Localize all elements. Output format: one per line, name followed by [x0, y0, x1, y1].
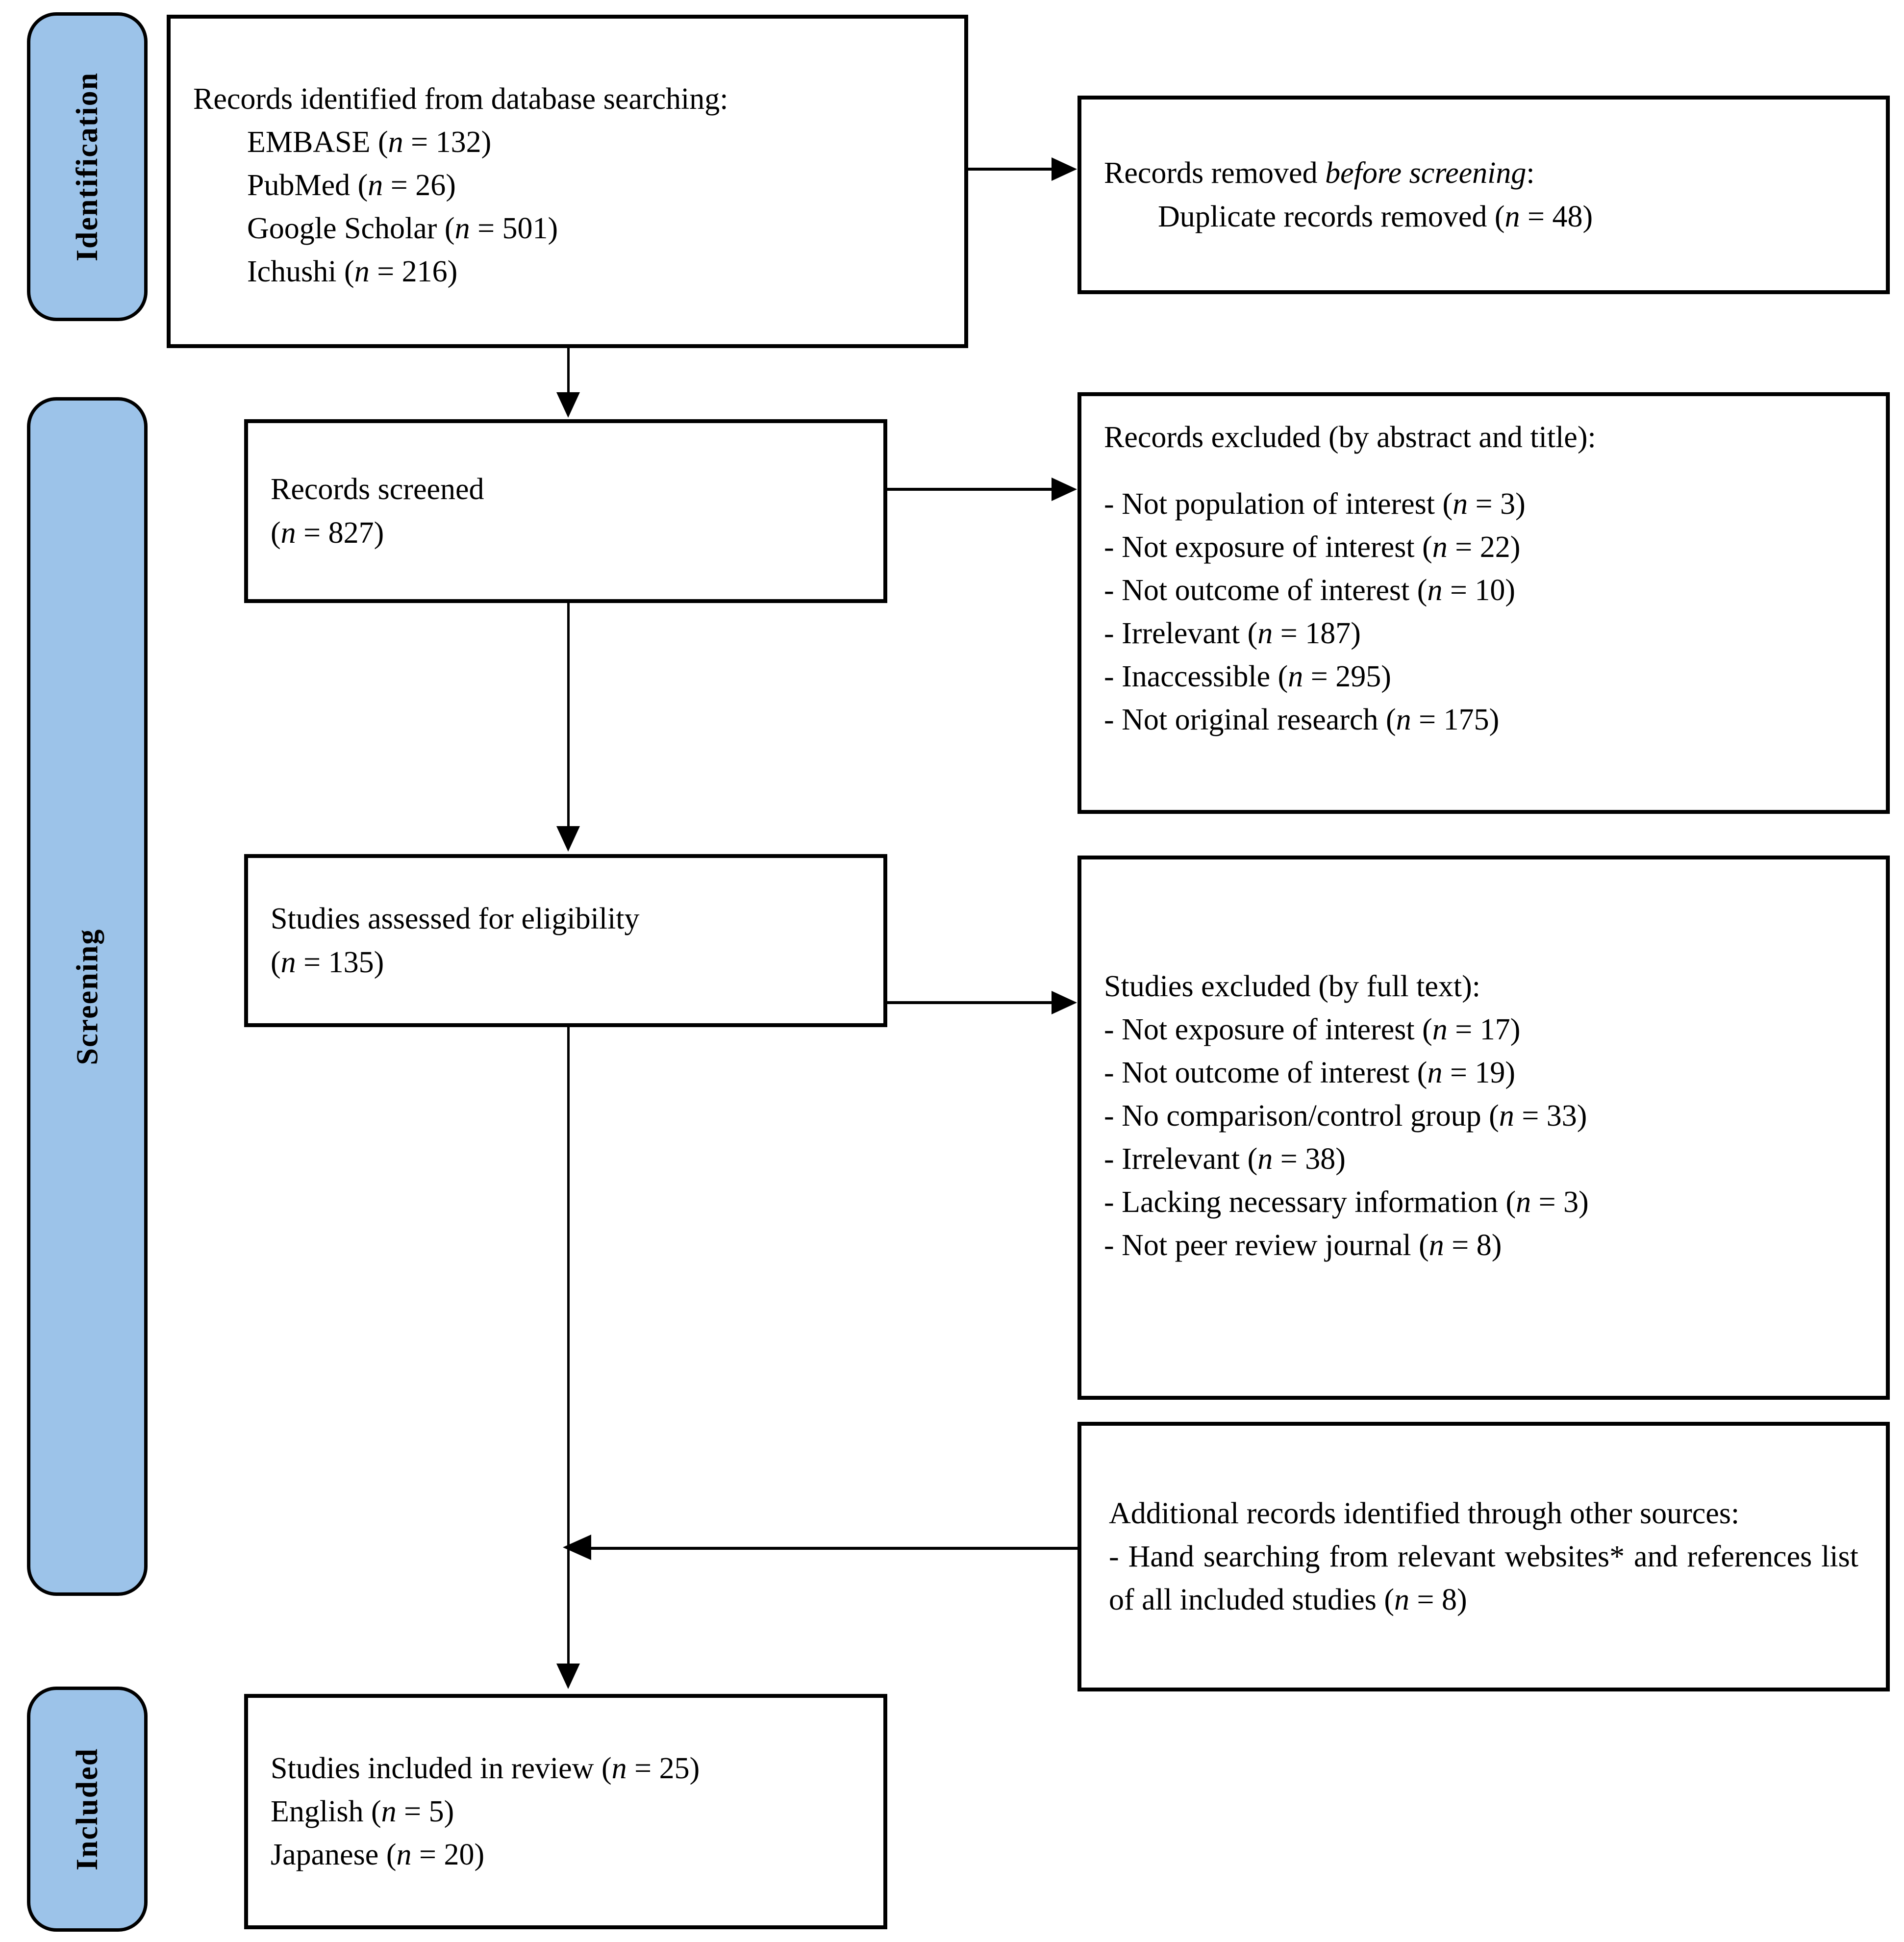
stage-bar-included: Included — [27, 1687, 148, 1932]
connector-identified-to-removed — [968, 168, 1052, 171]
records-excluded-item: - Irrelevant (n = 187) — [1104, 617, 1361, 651]
records-excluded-item: - Not population of interest (n = 3) — [1104, 487, 1526, 521]
arrowhead-identified-to-removed — [1052, 157, 1077, 181]
studies-excluded-item: - Not peer review journal (n = 8) — [1104, 1229, 1502, 1262]
arrowhead-assessed-to-included — [556, 1664, 580, 1689]
records-removed-item: Duplicate records removed (n = 48) — [1158, 200, 1593, 233]
records-excluded-title: Records excluded (by abstract and title)… — [1104, 421, 1596, 454]
studies-excluded-item: - Lacking necessary information (n = 3) — [1104, 1185, 1589, 1219]
studies-excluded-item: - Not exposure of interest (n = 17) — [1104, 1013, 1521, 1047]
box-records-excluded: Records excluded (by abstract and title)… — [1077, 392, 1890, 814]
box-studies-included: Studies included in review (n = 25) Engl… — [244, 1694, 887, 1929]
additional-records-body: - Hand searching from relevant websites*… — [1109, 1539, 1858, 1617]
records-identified-item: Ichushi (n = 216) — [247, 255, 458, 289]
connector-screened-to-assessed — [567, 603, 570, 829]
box-studies-excluded: Studies excluded (by full text): - Not e… — [1077, 856, 1890, 1400]
connector-assessed-to-included — [567, 1027, 570, 1667]
records-identified-item: EMBASE (n = 132) — [247, 126, 492, 159]
connector-assessed-to-studies-excluded — [887, 1001, 1052, 1004]
box-records-screened: Records screened (n = 827) — [244, 419, 887, 603]
arrowhead-screened-to-excluded — [1052, 478, 1077, 501]
records-identified-item: Google Scholar (n = 501) — [247, 212, 558, 246]
stage-label-screening: Screening — [71, 928, 104, 1065]
box-records-identified: Records identified from database searchi… — [167, 15, 968, 348]
additional-records-title: Additional records identified through ot… — [1109, 1496, 1740, 1530]
records-removed-title: Records removed before screening: — [1104, 156, 1535, 190]
studies-included-english: English (n = 5) — [271, 1794, 454, 1828]
records-excluded-item: - Not outcome of interest (n = 10) — [1104, 574, 1516, 607]
connector-identified-to-screened — [567, 348, 570, 397]
arrowhead-identified-to-screened — [556, 392, 580, 418]
studies-included-total: Studies included in review (n = 25) — [271, 1751, 700, 1785]
records-screened-label: Records screened — [271, 473, 484, 506]
stage-bar-screening: Screening — [27, 397, 148, 1596]
studies-excluded-item: - Not outcome of interest (n = 19) — [1104, 1056, 1516, 1090]
records-excluded-item: - Not original research (n = 175) — [1104, 703, 1500, 737]
records-screened-count: (n = 827) — [271, 516, 384, 550]
connector-additional-to-spine — [574, 1547, 1077, 1550]
arrowhead-additional-to-spine — [563, 1535, 591, 1560]
studies-assessed-label: Studies assessed for eligibility — [271, 902, 640, 936]
records-identified-title: Records identified from database searchi… — [193, 82, 728, 116]
box-records-removed: Records removed before screening: Duplic… — [1077, 96, 1890, 294]
box-studies-assessed: Studies assessed for eligibility (n = 13… — [244, 854, 887, 1027]
connector-screened-to-excluded — [887, 488, 1052, 491]
arrowhead-assessed-to-studies-excluded — [1052, 991, 1077, 1014]
box-additional-records: Additional records identified through ot… — [1077, 1422, 1890, 1691]
studies-excluded-title: Studies excluded (by full text): — [1104, 970, 1480, 1003]
records-identified-item: PubMed (n = 26) — [247, 169, 456, 202]
arrowhead-screened-to-assessed — [556, 826, 580, 852]
stage-bar-identification: Identification — [27, 12, 148, 321]
stage-label-identification: Identification — [71, 72, 104, 262]
studies-included-japanese: Japanese (n = 20) — [271, 1838, 485, 1872]
studies-assessed-count: (n = 135) — [271, 945, 384, 979]
studies-excluded-item: - No comparison/control group (n = 33) — [1104, 1099, 1587, 1133]
records-excluded-item: - Inaccessible (n = 295) — [1104, 660, 1391, 694]
records-excluded-item: - Not exposure of interest (n = 22) — [1104, 530, 1521, 564]
studies-excluded-item: - Irrelevant (n = 38) — [1104, 1142, 1346, 1176]
stage-label-included: Included — [71, 1747, 104, 1871]
